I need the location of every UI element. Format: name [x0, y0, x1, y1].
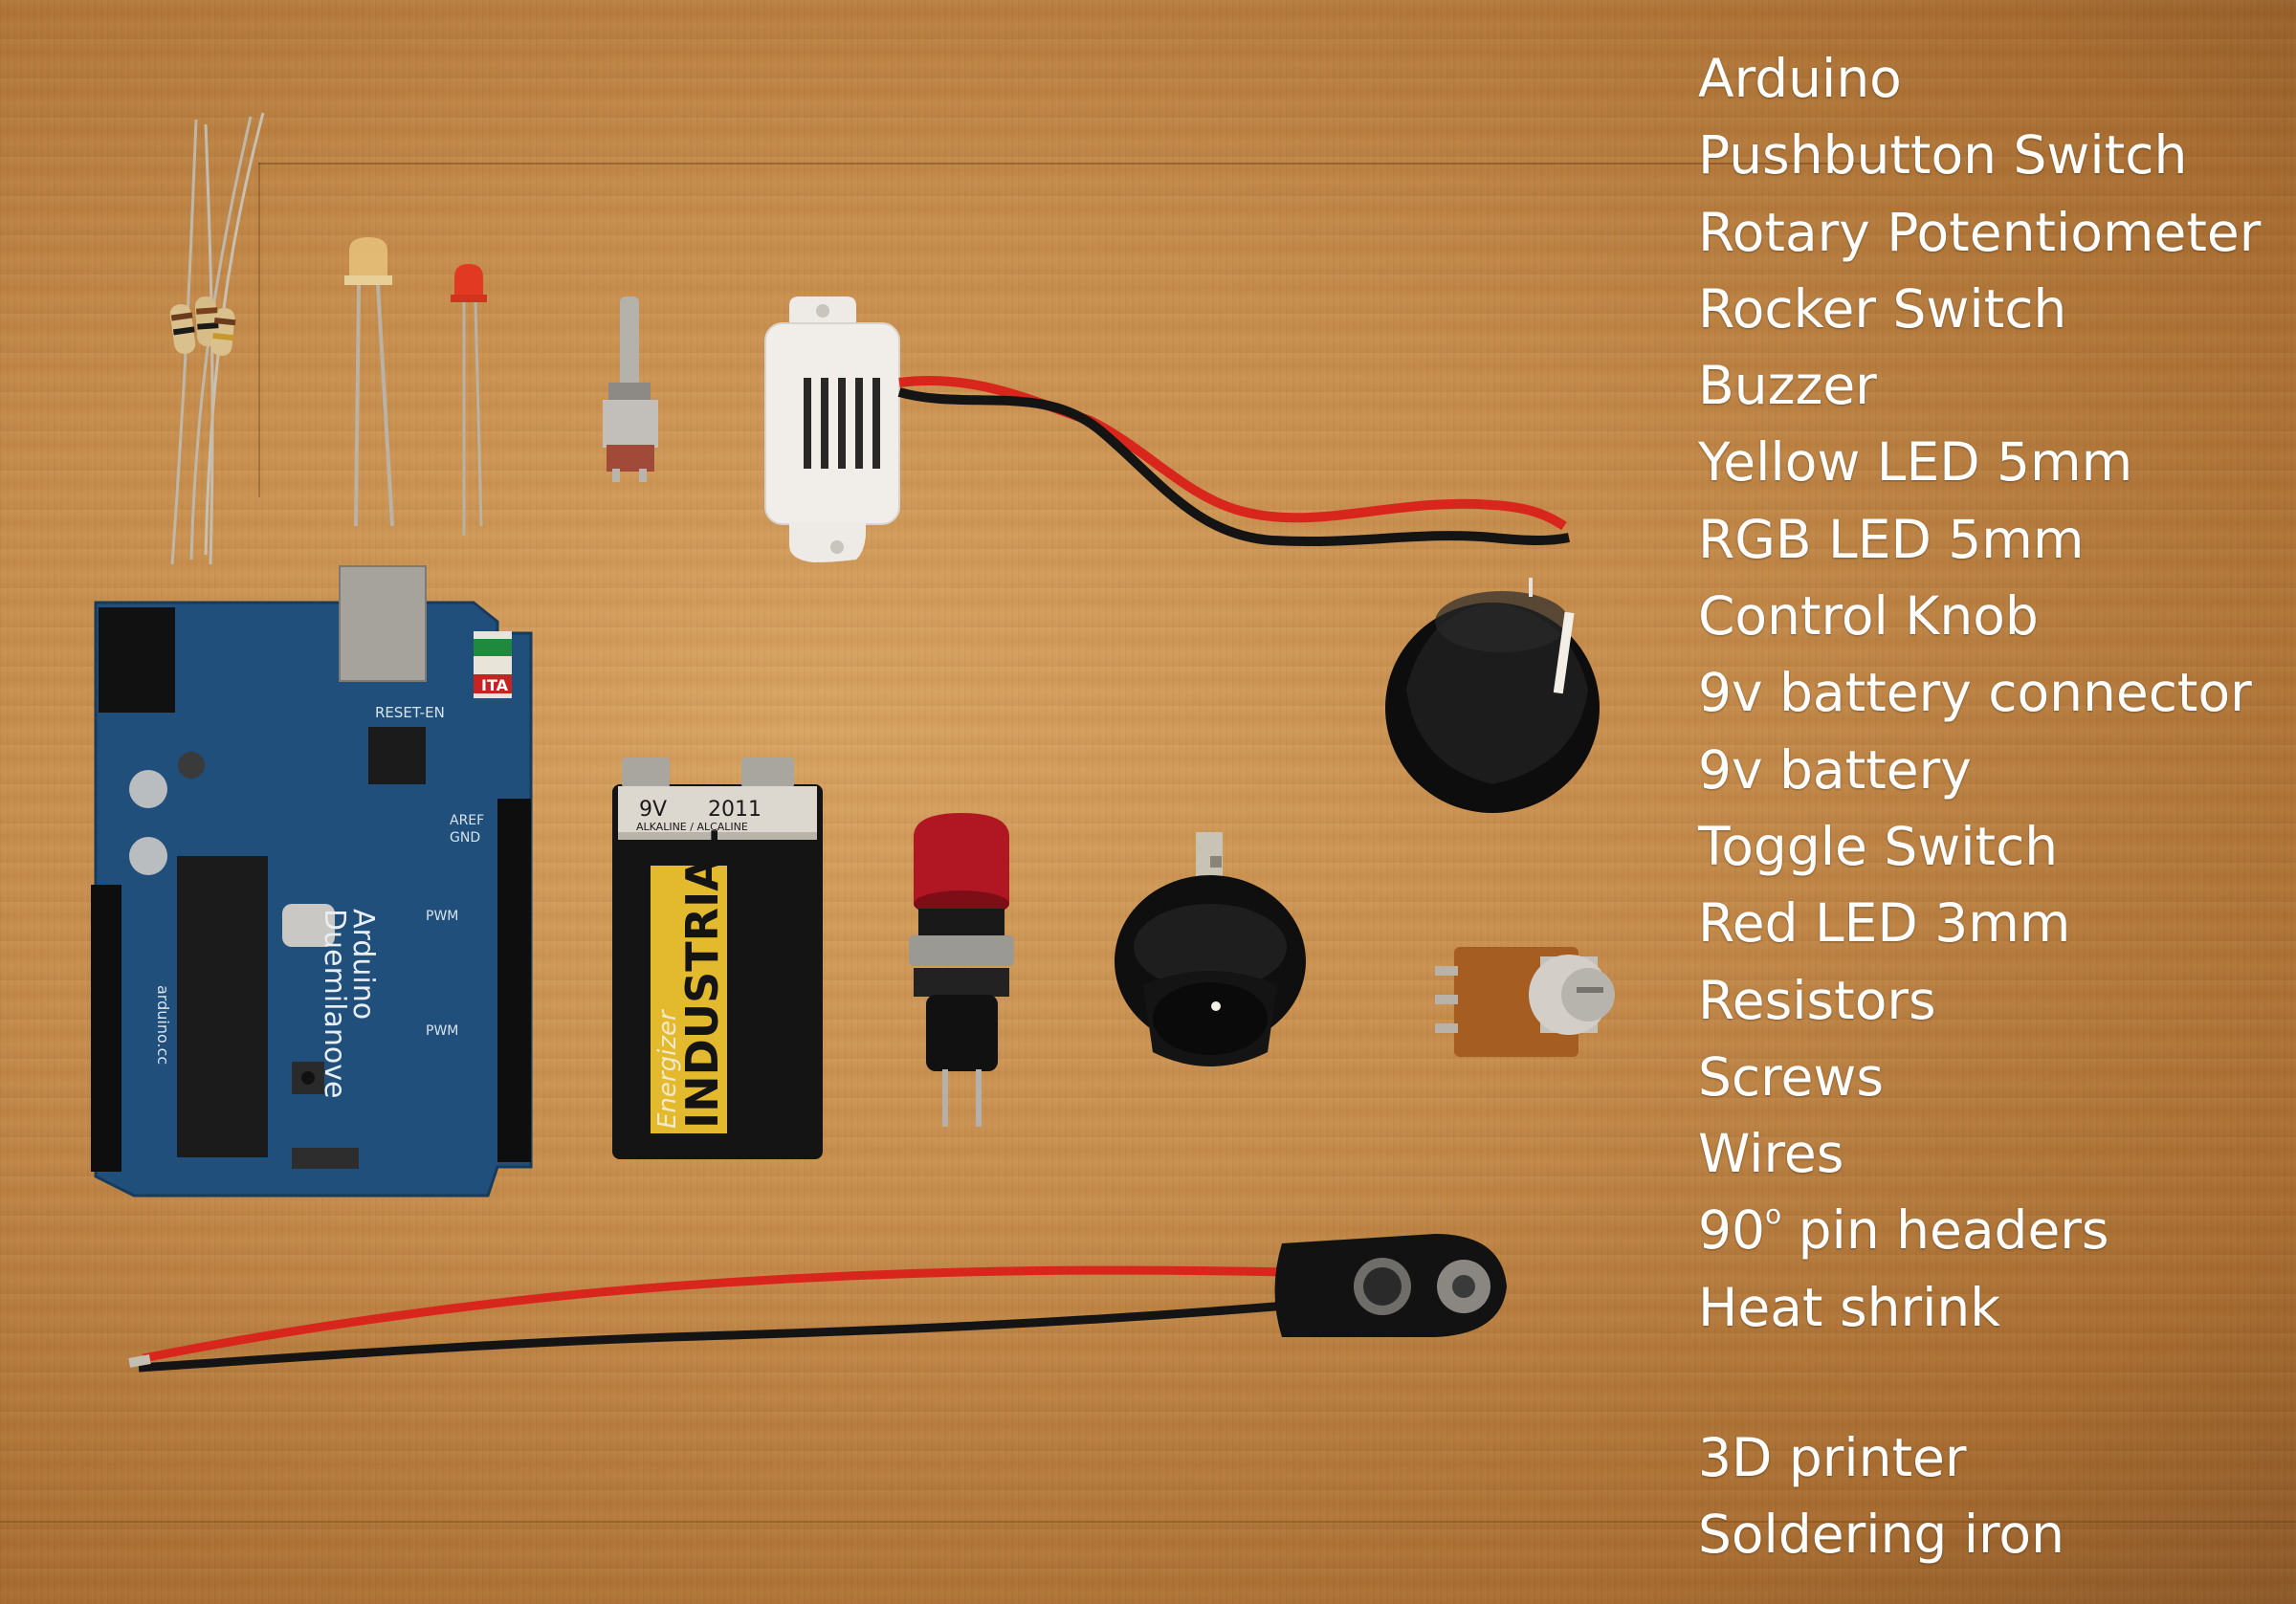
- parts-list-item: Red LED 3mm: [1698, 892, 2071, 955]
- board-brand: Arduino: [346, 909, 380, 1020]
- battery-year: 2011: [708, 798, 762, 822]
- board-model: Duemilanove: [318, 909, 351, 1098]
- parts-list-item: Heat shrink: [1698, 1276, 2001, 1338]
- arduino-board: ITA RESET-EN AREF GND PWM PWM Arduino Du…: [91, 565, 533, 1198]
- control-knob: [1385, 578, 1600, 813]
- parts-list-item: Wires: [1698, 1123, 1844, 1185]
- pwm-label: PWM: [426, 1023, 458, 1039]
- parts-list-item: Toggle Switch: [1698, 815, 2059, 877]
- battery-voltage: 9V: [639, 798, 667, 822]
- red-led: [451, 264, 487, 536]
- buzzer-wires: [897, 376, 1570, 547]
- board-site: arduino.cc: [154, 985, 172, 1065]
- battery-line: INDUSTRIAL: [676, 829, 728, 1129]
- battery-type: ALKALINE / ALCALINE: [636, 821, 748, 833]
- yellow-led: [344, 237, 394, 527]
- rotary-potentiometer: [1435, 947, 1615, 1057]
- wood-seam: [258, 163, 1885, 165]
- gnd-label: GND: [450, 830, 480, 846]
- degree-mark: o: [1765, 1198, 1782, 1231]
- wood-seam: [0, 1521, 2296, 1523]
- buzzer: [764, 297, 900, 562]
- made-in-label: ITA: [481, 676, 509, 694]
- wood-seam: [258, 163, 260, 497]
- resistors: [169, 112, 265, 565]
- tools-list-item: Soldering iron: [1698, 1504, 2064, 1566]
- parts-list-item: Arduino: [1698, 48, 1902, 109]
- parts-list-item: Resistors: [1698, 969, 1936, 1031]
- parts-list-item-pin-headers: 90o pin headers: [1698, 1192, 2272, 1268]
- parts-list-item: RGB LED 5mm: [1698, 508, 2085, 570]
- nine-volt-battery-connector: [128, 1234, 1507, 1373]
- rocker-switch: [1115, 832, 1306, 1066]
- toggle-switch: [603, 297, 658, 482]
- parts-list-item: Pushbutton Switch: [1698, 124, 2188, 187]
- pin-headers-text: pin headers: [1781, 1199, 2109, 1262]
- parts-list-item: Rocker Switch: [1698, 277, 2067, 340]
- pwm-label: PWM: [426, 909, 458, 924]
- parts-list-item: Yellow LED 5mm: [1698, 431, 2133, 494]
- parts-list-item: 9v battery: [1698, 738, 1972, 801]
- parts-list-item: Buzzer: [1698, 355, 1877, 417]
- nine-volt-battery: 9V 2011 ALKALINE / ALCALINE Energizer IN…: [612, 758, 823, 1159]
- parts-list-item: Rotary Potentiometer: [1698, 201, 2262, 263]
- reset-label: RESET-EN: [375, 704, 445, 721]
- parts-list-item: Screws: [1698, 1045, 1885, 1108]
- pin-headers-angle: 90: [1698, 1199, 1765, 1262]
- aref-label: AREF: [450, 813, 484, 828]
- pushbutton-switch: [909, 813, 1014, 1127]
- parts-list-item: Control Knob: [1698, 585, 2039, 648]
- battery-brand: Energizer: [653, 1008, 682, 1129]
- parts-list-item: 9v battery connector: [1698, 662, 2252, 724]
- tools-list-item: 3D printer: [1698, 1427, 1967, 1488]
